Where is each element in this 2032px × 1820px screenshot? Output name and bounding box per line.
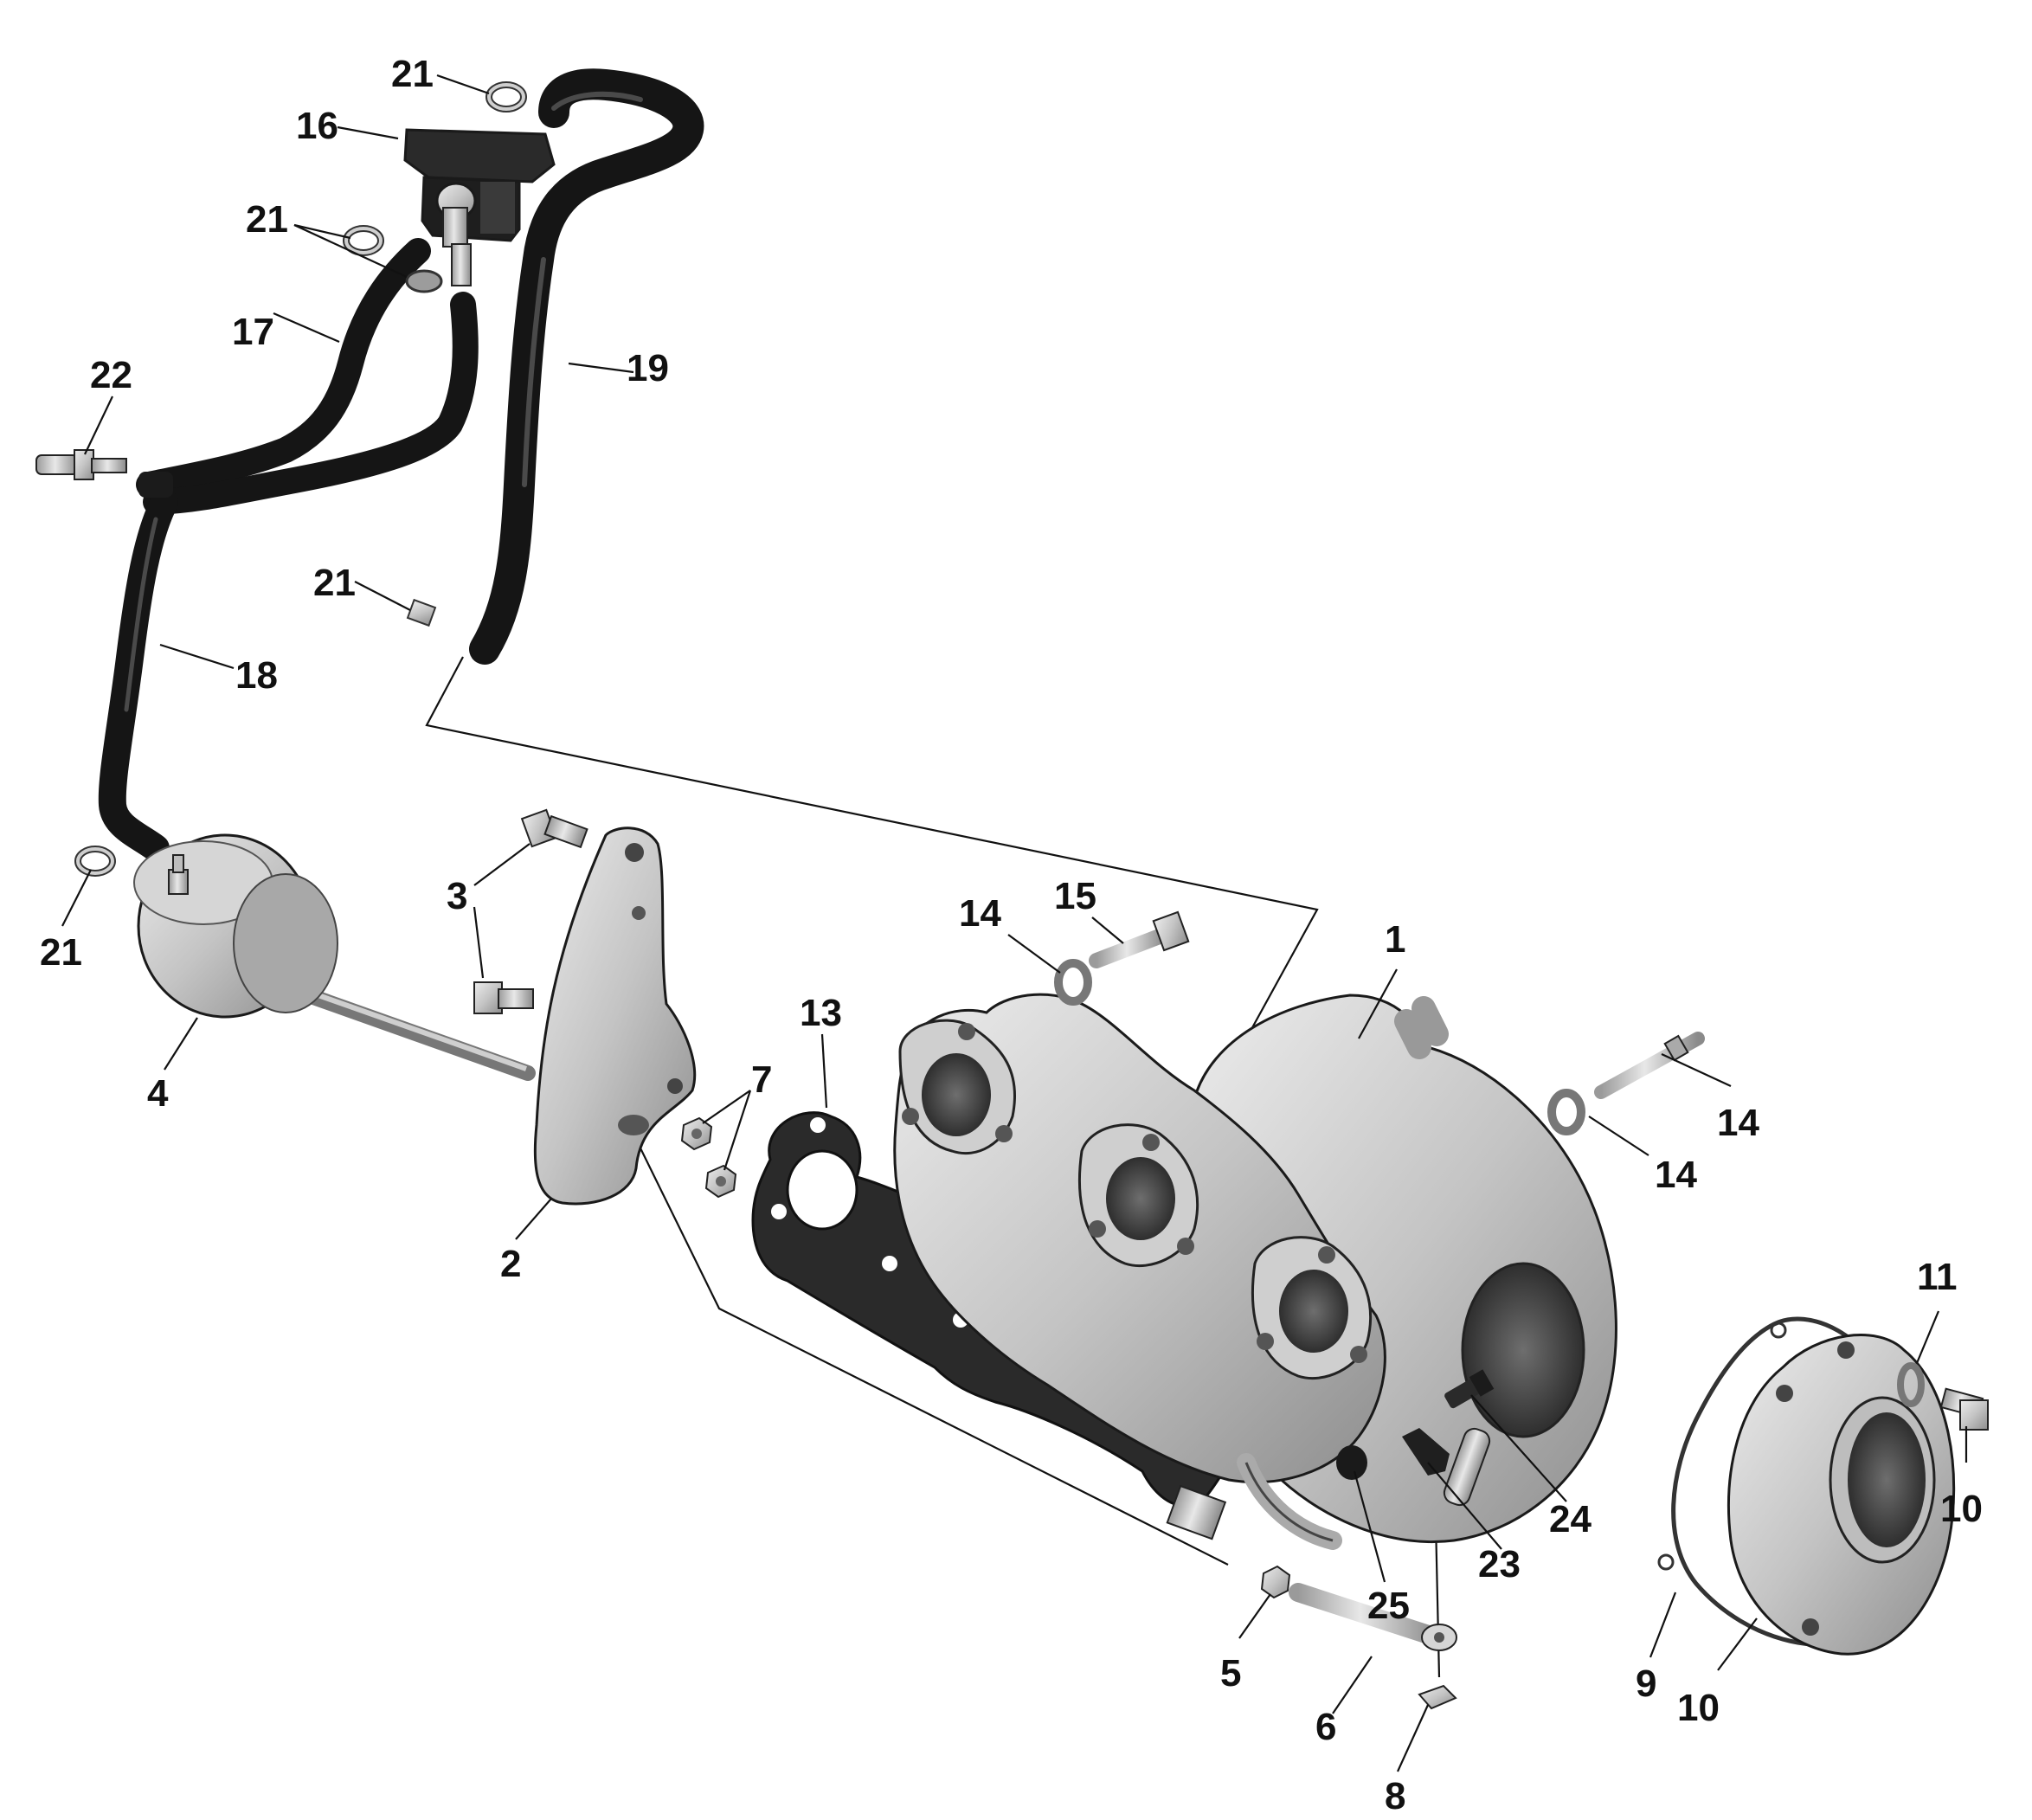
part-11-bolt — [1939, 1387, 1989, 1431]
callout-21-bottom: 21 — [40, 931, 82, 974]
part-25-plug — [1336, 1445, 1367, 1480]
callout-21-mid: 21 — [246, 198, 288, 241]
callout-13: 13 — [800, 992, 842, 1034]
hose-19 — [98, 488, 178, 862]
callout-24: 24 — [1549, 1498, 1592, 1540]
part-22-fitting — [35, 449, 127, 480]
callout-6: 6 — [1315, 1706, 1336, 1748]
part-21-clamp-bottom — [74, 846, 116, 877]
callout-10: 10 — [1677, 1687, 1720, 1729]
callout-4: 4 — [147, 1072, 169, 1115]
callout-labels: 21 16 21 17 22 19 21 18 21 3 4 2 7 13 14… — [40, 53, 1983, 1817]
callout-9: 9 — [1636, 1662, 1656, 1705]
callout-21-top: 21 — [391, 53, 434, 95]
hose-18 — [136, 238, 479, 515]
callout-14-upper: 14 — [959, 892, 1001, 935]
part-1-turbocharger-manifold — [893, 993, 1617, 1550]
connection-lines — [425, 656, 1441, 1678]
callout-25: 25 — [1367, 1585, 1410, 1627]
callout-7: 7 — [751, 1058, 772, 1101]
callout-2: 2 — [500, 1243, 521, 1285]
callout-17: 16 — [296, 105, 338, 147]
part-6-actuator-rod — [1289, 1583, 1457, 1651]
part-21-clamp-top — [485, 81, 527, 113]
part-7-nut-b — [704, 1164, 737, 1199]
part-7-nut-a — [680, 1116, 713, 1151]
callout-16: 15 — [1054, 875, 1096, 917]
part-10-outlet-elbow — [1727, 1334, 1956, 1656]
part-2-bracket — [533, 826, 697, 1206]
callout-19: 18 — [235, 654, 278, 697]
hose-20 — [469, 68, 704, 665]
part-17-solenoid-valve — [403, 128, 556, 286]
part-12-washer — [1897, 1362, 1925, 1407]
callout-11: 10 — [1940, 1488, 1983, 1530]
part-21-clamp-mid-a — [343, 225, 384, 256]
callout-22: 22 — [90, 354, 132, 396]
part-3-bolt-upper — [520, 808, 588, 849]
callout-14-lower: 14 — [1655, 1154, 1697, 1196]
callout-12: 11 — [1917, 1256, 1958, 1298]
callout-18: 17 — [232, 311, 274, 353]
callout-20: 19 — [627, 347, 669, 389]
part-4-wastegate-actuator — [133, 833, 536, 1081]
callout-3: 3 — [447, 875, 467, 917]
callout-5: 5 — [1220, 1652, 1241, 1695]
part-14-washer-upper — [1054, 959, 1092, 1006]
part-23-sensor — [1402, 1428, 1450, 1476]
part-21-clamp-mid-b — [405, 269, 443, 293]
callout-21-left: 21 — [313, 562, 356, 604]
part-3-bolt-lower — [473, 981, 534, 1014]
part-14-washer-lower — [1547, 1089, 1585, 1135]
callout-1: 1 — [1385, 918, 1405, 961]
part-21-clamp-left — [406, 598, 437, 627]
callout-15: 14 — [1717, 1102, 1759, 1144]
callout-leaders — [61, 74, 1968, 1772]
part-8-clip — [1418, 1684, 1457, 1710]
part-24-bolt — [1444, 1369, 1495, 1409]
part-16-bolt — [1089, 910, 1190, 968]
hose-junction-sleeve — [138, 472, 173, 498]
part-5-nut — [1260, 1565, 1291, 1599]
callout-23: 23 — [1478, 1543, 1521, 1585]
part-15-stud — [1594, 1032, 1705, 1099]
callout-8: 8 — [1385, 1775, 1405, 1817]
